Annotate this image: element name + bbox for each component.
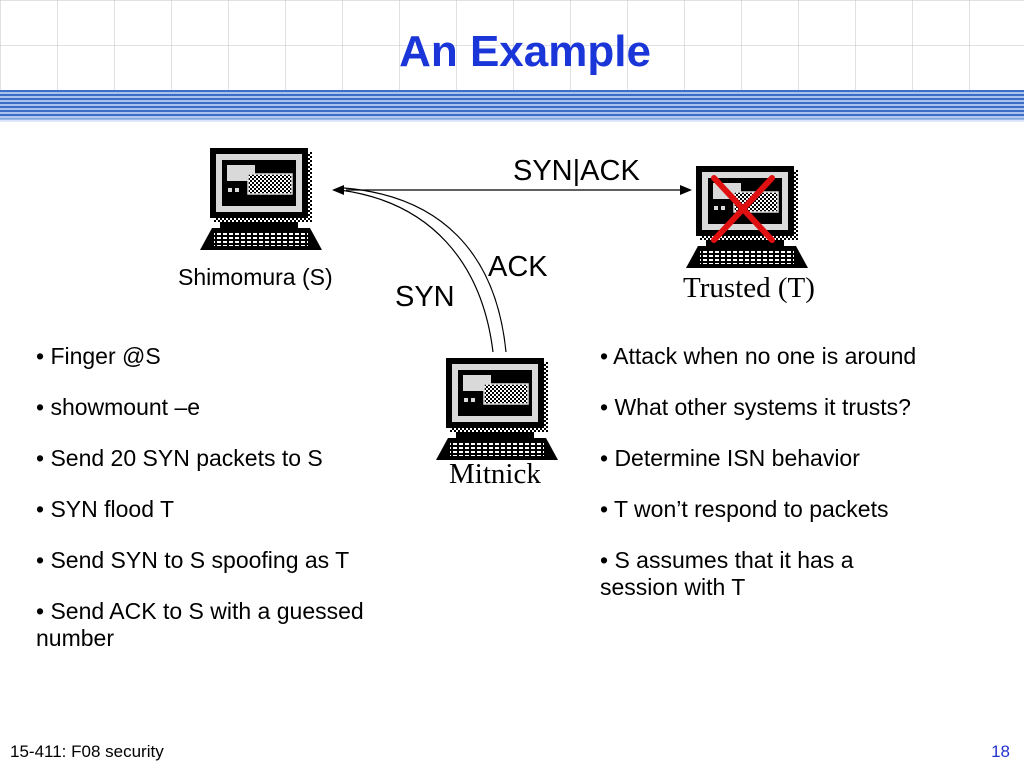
slide-title: An Example [399, 27, 651, 76]
page-number: 18 [991, 742, 1010, 761]
mitnick-label: Mitnick [449, 458, 541, 490]
left-bullet-item: • Send SYN to S spoofing as T [36, 547, 350, 573]
synack-arrow [332, 185, 692, 195]
mitnick-computer-icon [435, 357, 559, 461]
x-mark-icon [711, 175, 775, 243]
synack-label: SYN|ACK [513, 155, 640, 187]
header-background [0, 0, 1024, 90]
right-bullet-list: • Attack when no one is around • What ot… [600, 343, 1010, 625]
left-bullet-list: • Finger @S • showmount –e • Send 20 SYN… [36, 343, 436, 676]
right-bullet-item: • Attack when no one is around [600, 343, 917, 369]
header-stripe-bar [0, 90, 1024, 122]
right-bullet-item: • S assumes that it has a session with T [600, 547, 854, 600]
right-bullet-item: • Determine ISN behavior [600, 445, 860, 471]
left-bullet-item: • Finger @S [36, 343, 161, 369]
footer-course-label: 15-411: F08 security [10, 742, 164, 761]
left-bullet-item: • SYN flood T [36, 496, 175, 522]
syn-ack-curved-arrows [339, 187, 507, 353]
left-bullet-item: • Send 20 SYN packets to S [36, 445, 323, 471]
shimomura-computer-icon [199, 147, 323, 251]
left-bullet-item: • Send ACK to S with a guessed number [36, 598, 364, 651]
shimomura-label: Shimomura (S) [178, 264, 333, 290]
ack-label: ACK [488, 251, 548, 283]
right-bullet-item: • T won’t respond to packets [600, 496, 889, 522]
syn-label: SYN [395, 281, 455, 313]
left-bullet-item: • showmount –e [36, 394, 201, 420]
trusted-label: Trusted (T) [683, 272, 815, 304]
right-bullet-item: • What other systems it trusts? [600, 394, 911, 420]
